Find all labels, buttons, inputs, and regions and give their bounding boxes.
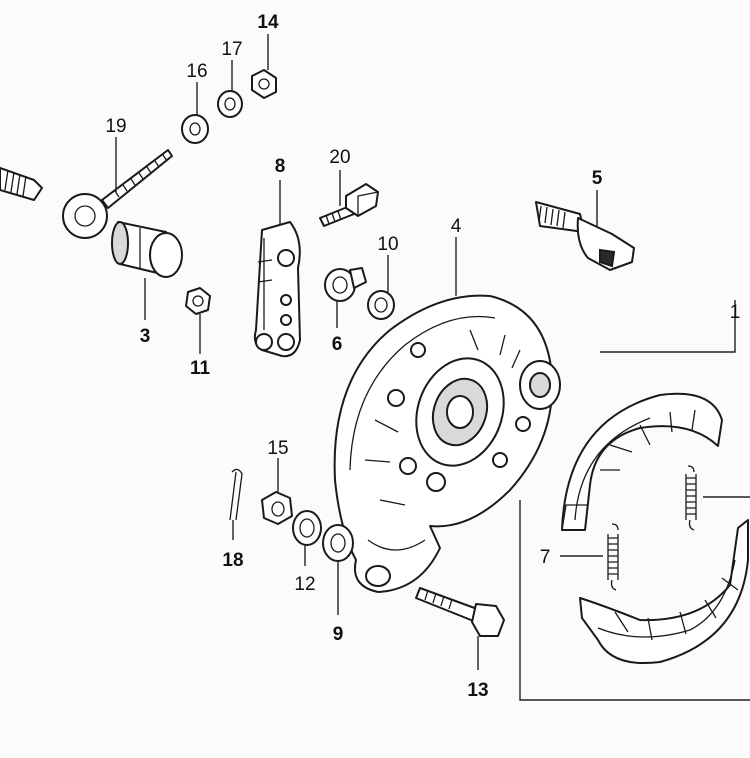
brake-shoe-spring-right xyxy=(685,465,697,531)
label-part-18: 18 xyxy=(222,550,243,571)
washer-6 xyxy=(324,267,367,302)
nut-11 xyxy=(185,287,211,315)
label-part-19: 19 xyxy=(105,116,126,137)
label-part-3: 3 xyxy=(140,326,151,347)
label-part-15: 15 xyxy=(267,438,288,459)
brake-cam xyxy=(535,201,635,271)
bolt-20 xyxy=(319,183,379,227)
label-part-10: 10 xyxy=(377,234,398,255)
label-part-11: 11 xyxy=(190,358,211,379)
bolt-13 xyxy=(415,587,505,637)
axle-end xyxy=(0,167,43,201)
adjuster-bolt-19 xyxy=(62,149,173,239)
label-part-14: 14 xyxy=(257,12,279,33)
label-part-20: 20 xyxy=(329,147,350,168)
brake-panel xyxy=(333,294,561,593)
washer-17 xyxy=(217,90,243,118)
label-part-5: 5 xyxy=(592,168,603,189)
washer-9 xyxy=(322,524,354,562)
label-part-9: 9 xyxy=(333,624,344,645)
label-part-12: 12 xyxy=(294,574,315,595)
washer-16 xyxy=(181,114,209,144)
label-part-17: 17 xyxy=(221,39,242,60)
washer-10 xyxy=(367,290,395,320)
brake-shoe-spring-left xyxy=(607,523,619,591)
cotter-pin-18 xyxy=(229,468,243,521)
label-part-4: 4 xyxy=(451,216,462,237)
nut-14 xyxy=(251,69,277,99)
label-part-6: 6 xyxy=(332,334,343,355)
lower-brake-shoe xyxy=(579,519,749,664)
upper-brake-shoe xyxy=(561,392,723,531)
label-part-8: 8 xyxy=(275,156,286,177)
brake-arm xyxy=(253,221,301,358)
washer-12 xyxy=(292,510,322,546)
nut-15 xyxy=(261,491,293,525)
collar-3 xyxy=(111,221,183,278)
label-part-16: 16 xyxy=(186,61,207,82)
brake-shoe-group-box xyxy=(519,300,750,701)
label-part-1: 1 xyxy=(730,302,741,323)
label-part-7: 7 xyxy=(540,547,551,568)
label-part-13: 13 xyxy=(467,680,488,701)
